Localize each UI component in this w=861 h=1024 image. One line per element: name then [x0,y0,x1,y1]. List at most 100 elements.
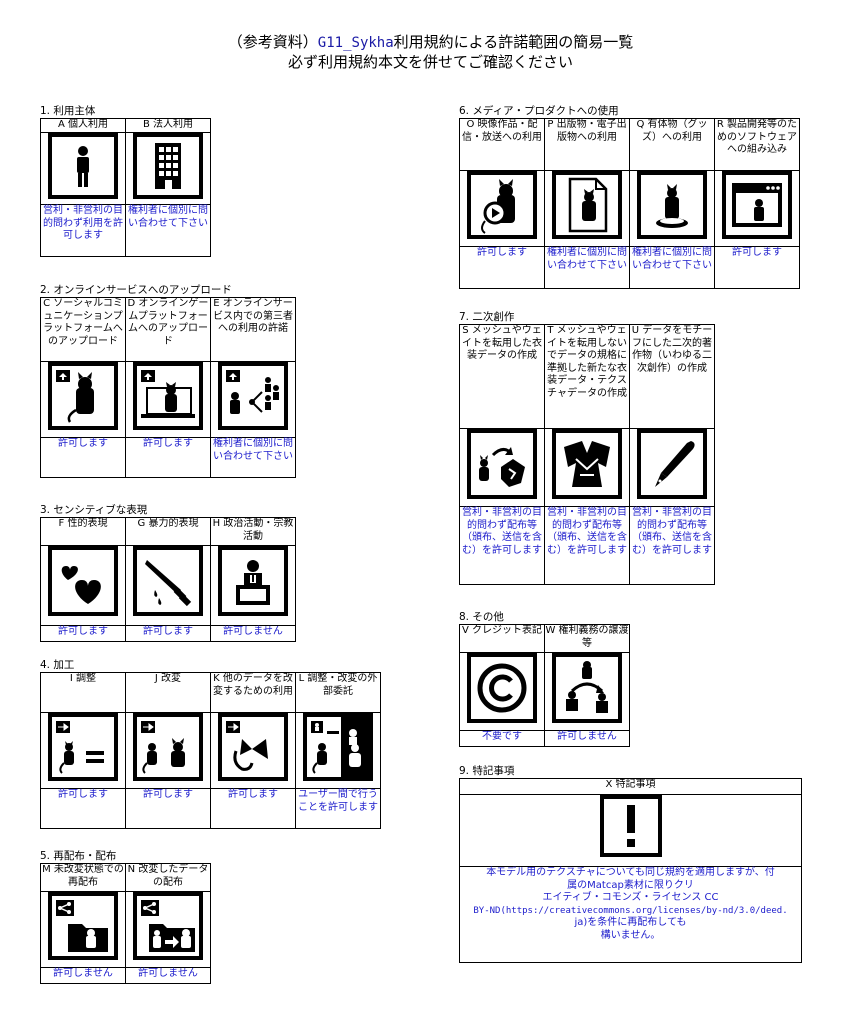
section-title: 7. 二次創作 [459,311,515,323]
section-derivative: 7. 二次創作 S メッシュやウェイトを転用した衣装データの作成 T メッシュや… [459,310,715,585]
share-users-icon [218,362,288,430]
item-head: N 改変したデータの配布 [125,863,211,892]
item-value: 許可します [125,625,211,642]
item-head: P 出版物・電子出版物への利用 [544,118,630,171]
model-name: G11_Sykha [317,35,394,51]
share-modified-icon [133,892,203,960]
share-folder-icon [48,892,118,960]
window-cat-icon [722,171,792,239]
ribbon-icon [218,713,288,781]
section-sensitive: 3. センシティブな表現 F 性的表現 G 暴力的表現 H 政治活動・宗教活動 … [40,503,296,642]
section-online-upload: 2. オンラインサービスへのアップロード C ソーシャルコミュニケーションプラッ… [40,283,296,478]
section-title: 2. オンラインサービスへのアップロード [40,284,232,296]
outfit-icon [552,429,622,499]
podium-icon [218,546,288,616]
item-head: O 映像作品・配信・放送への利用 [459,118,545,171]
item-value: 許可しません [210,625,296,642]
item-head: R 製品開発等のためのソフトウェアへの組み込み [714,118,800,171]
item-value: 権利者に個別に問い合わせて下さい [125,204,211,257]
section-title: 6. メディア・プロダクトへの使用 [459,105,619,117]
adjust-icon [48,713,118,781]
section-usage-subject: 1. 利用主体 A 個人利用 B 法人利用 営利・非営利の目的問わず利用を許可し… [40,104,211,257]
section-special-notes: 9. 特記事項 X 特記事項 本モデル用のテクスチャについても同じ規約を適用しま… [459,764,802,963]
item-value: 営利・非営利の目的問わず配布等（頒布、送信を含む）を許可します [459,506,545,585]
item-value: ユーザー間で行うことを許可します [295,788,381,829]
section-title: 8. その他 [459,611,504,623]
note-line: 構いません。 [600,929,661,941]
item-value: 許可します [714,246,800,289]
section-title: 9. 特記事項 [459,765,515,777]
item-value: 許可します [210,788,296,829]
item-value: 許可します [40,788,126,829]
outsource-icon [303,713,373,781]
note-line: BY-ND(https://creativecommons.org/licens… [473,905,788,916]
note-line: ja)を条件に再配布しても [574,917,687,928]
item-value: 許可します [125,437,211,478]
building-icon [133,133,203,199]
item-head: W 権利義務の譲渡等 [544,624,630,653]
item-value: 許可しません [125,967,211,984]
item-head: B 法人利用 [125,118,211,133]
item-head: H 政治活動・宗教活動 [210,517,296,546]
item-value: 許可します [40,437,126,478]
item-head: S メッシュやウェイトを転用した衣装データの作成 [459,324,545,429]
license-table: I 調整 J 改変 K 他のデータを改変するための利用 L 調整・改変の外部委託… [40,672,381,829]
title-prefix: （参考資料） [227,33,318,51]
upload-cat-icon [48,362,118,430]
item-head: K 他のデータを改変するための利用 [210,672,296,713]
page-subtitle: 必ず利用規約本文を併せてご確認ください [287,53,573,71]
license-table: S メッシュやウェイトを転用した衣装データの作成 T メッシュやウェイトを転用し… [459,324,715,585]
item-head: I 調整 [40,672,126,713]
note-line: 本モデル用のテクスチャについても同じ規約を適用しますが、付 [486,867,775,878]
item-head: X 特記事項 [459,778,802,795]
item-head: A 個人利用 [40,118,126,133]
copyright-icon [467,653,537,723]
item-head: F 性的表現 [40,517,126,546]
transfer-outfit-icon [467,429,537,499]
item-value: 権利者に個別に問い合わせて下さい [210,437,296,478]
item-value: 権利者に個別に問い合わせて下さい [629,246,715,289]
exclamation-icon [599,795,662,857]
section-title: 5. 再配布・配布 [40,850,117,862]
item-value: 許可します [40,625,126,642]
item-value: 営利・非営利の目的問わず配布等（頒布、送信を含む）を許可します [629,506,715,585]
section-title: 1. 利用主体 [40,105,96,117]
item-head: D オンラインゲームプラットフォームへのアップロード [125,297,211,362]
knife-icon [133,546,203,616]
license-table: O 映像作品・配信・放送への利用 P 出版物・電子出版物への利用 Q 有体物（グ… [459,118,800,289]
license-table: C ソーシャルコミュニケーションプラットフォームへのアップロード D オンライン… [40,297,296,478]
item-head: E オンラインサービス内での第三者への利用の許諾 [210,297,296,362]
item-value: 不要です [459,730,545,747]
section-processing: 4. 加工 I 調整 J 改変 K 他のデータを改変するための利用 L 調整・改… [40,658,381,829]
figure-cat-icon [637,171,707,239]
item-head: T メッシュやウェイトを転用しないでデータの規格に準拠した新たな衣装データ・テク… [544,324,630,429]
item-value: 営利・非営利の目的問わず配布等（頒布、送信を含む）を許可します [544,506,630,585]
person-icon [48,133,118,199]
license-table: A 個人利用 B 法人利用 営利・非営利の目的問わず利用を許可します 権利者に個… [40,118,211,257]
title-suffix: 利用規約による許諾範囲の簡易一覧 [393,33,634,51]
modify-icon [133,713,203,781]
item-value: 権利者に個別に問い合わせて下さい [544,246,630,289]
upload-game-cat-icon [133,362,203,430]
license-table: M 未改変状態での再配布 N 改変したデータの配布 許可しません 許可しません [40,863,211,984]
item-value: 許可します [459,246,545,289]
item-head: U データをモチーフにした二次的著作物（いわゆる二次創作）の作成 [629,324,715,429]
document-cat-icon [552,171,622,239]
license-table: F 性的表現 G 暴力的表現 H 政治活動・宗教活動 許可します 許可します 許… [40,517,296,642]
item-value: 許可しません [544,730,630,747]
section-other: 8. その他 V クレジット表記 W 権利義務の譲渡等 不要です 許可しません [459,610,630,747]
section-redistribution: 5. 再配布・配布 M 未改変状態での再配布 N 改変したデータの配布 許可しま… [40,849,211,984]
section-media-product: 6. メディア・プロダクトへの使用 O 映像作品・配信・放送への利用 P 出版物… [459,104,800,289]
note-line: 属のMatcap素材に限りクリ [567,879,694,891]
item-value: 許可しません [40,967,126,984]
item-value: 営利・非営利の目的問わず利用を許可します [40,204,126,257]
item-head: C ソーシャルコミュニケーションプラットフォームへのアップロード [40,297,126,362]
item-head: V クレジット表記 [459,624,545,653]
item-head: J 改変 [125,672,211,713]
item-head: M 未改変状態での再配布 [40,863,126,892]
item-head: L 調整・改変の外部委託 [295,672,381,713]
note-line: エイティブ・コモンズ・ライセンス CC [542,892,719,903]
item-value: 許可します [125,788,211,829]
video-cat-icon [467,171,537,239]
transfer-rights-icon [552,653,622,723]
